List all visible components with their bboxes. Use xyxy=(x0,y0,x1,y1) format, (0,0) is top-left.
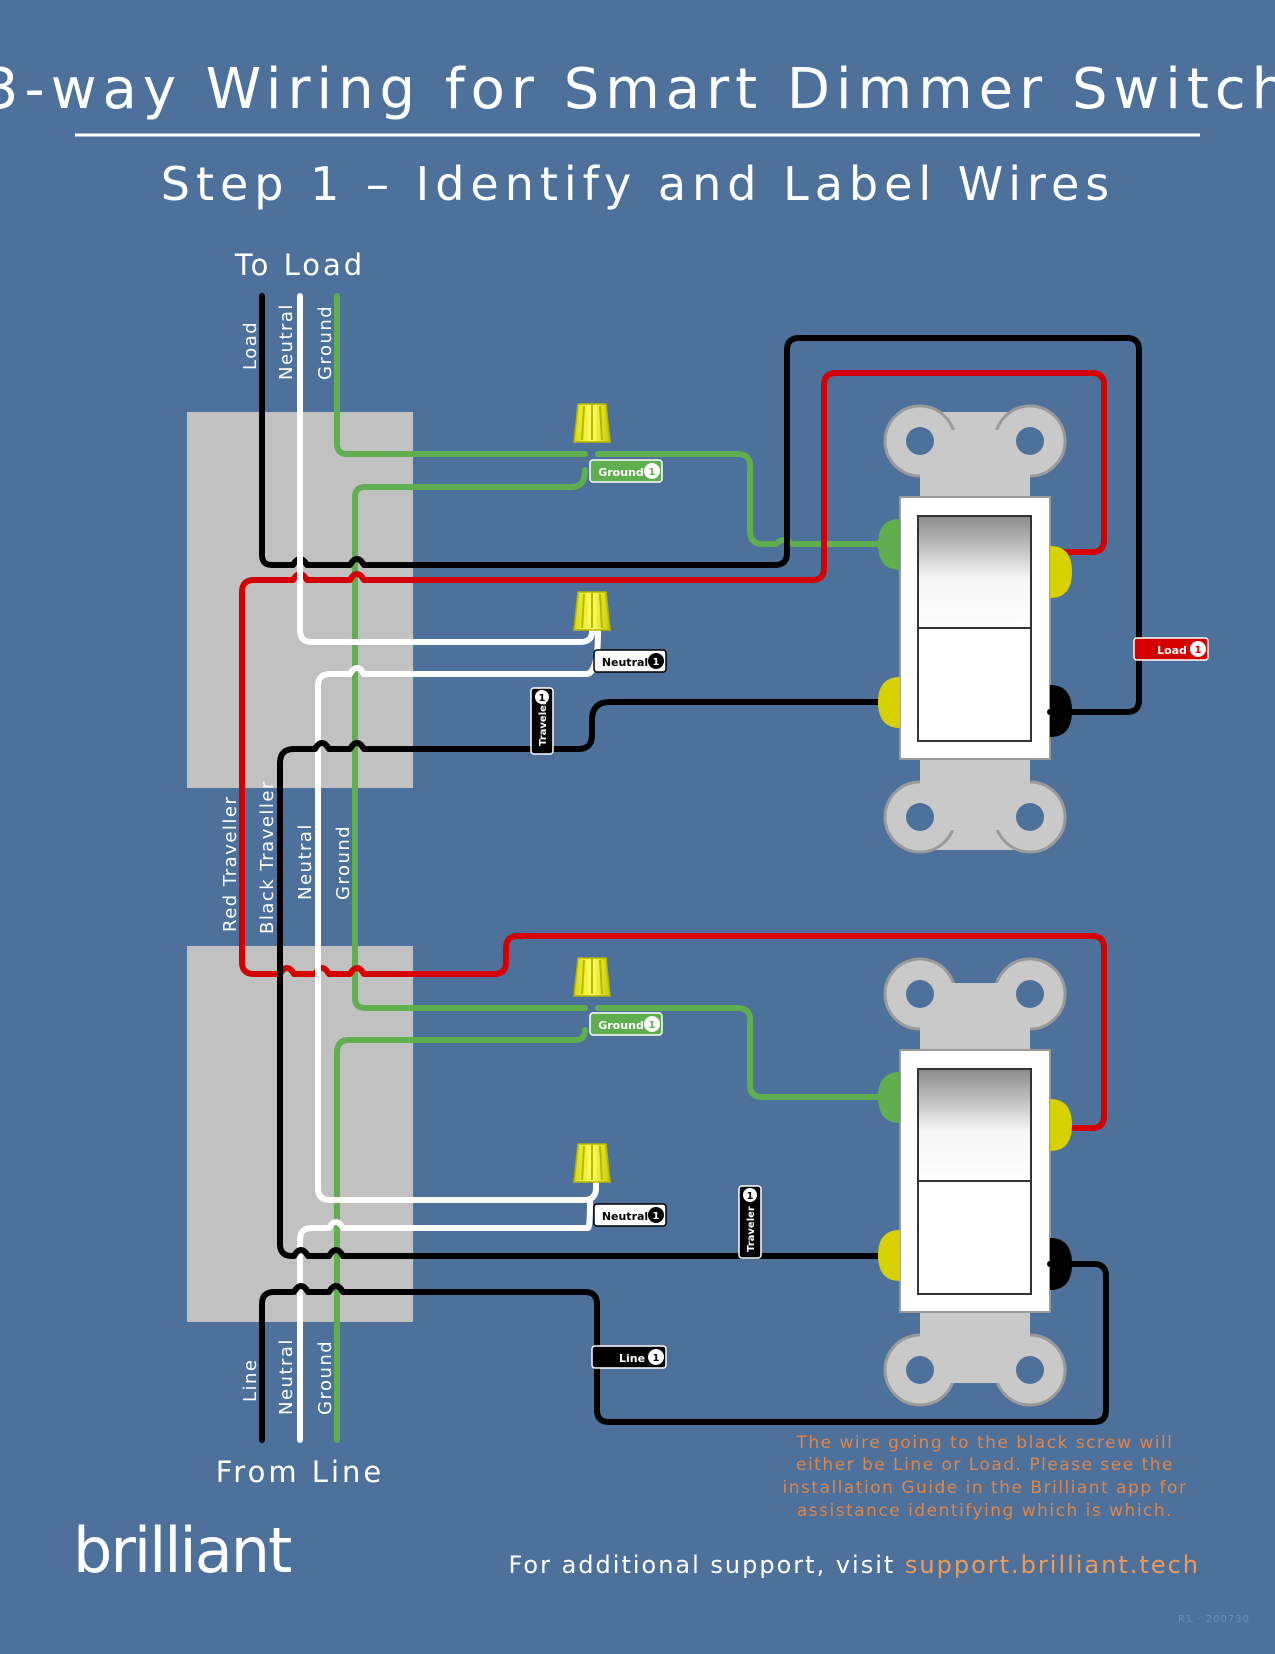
svg-text:Neutral: Neutral xyxy=(602,1210,648,1223)
screws-bottom xyxy=(878,1072,1072,1290)
svg-text:1: 1 xyxy=(653,657,660,668)
svg-text:1: 1 xyxy=(653,1353,660,1364)
svg-text:Load: Load xyxy=(1157,644,1187,657)
svg-text:1: 1 xyxy=(649,467,656,478)
wire-red-top xyxy=(239,370,1107,1131)
svg-text:Traveler: Traveler xyxy=(746,1206,757,1252)
label-from-line: From Line xyxy=(216,1455,385,1489)
wire-ground-bottom-switch xyxy=(595,1005,888,1100)
tag-traveler-bottom: Traveler 1 xyxy=(738,1185,762,1259)
wire-line-black xyxy=(259,1261,1109,1443)
note-line: installation Guide in the Brilliant app … xyxy=(783,1478,1188,1498)
label-top-neutral: Neutral xyxy=(276,303,297,380)
label-top-load: Load xyxy=(240,321,261,370)
wirenut-ground-top xyxy=(573,403,611,443)
support-text: For additional support, visit support.br… xyxy=(508,1551,1200,1579)
note-block: The wire going to the black screw will e… xyxy=(783,1433,1188,1521)
wire-ground-top-in xyxy=(334,293,588,457)
revision-label: R1 · 200730 xyxy=(1178,1614,1250,1625)
wirenut-neutral-top xyxy=(573,591,611,631)
tag-ground-top: Ground 1 xyxy=(589,459,663,483)
screws-top xyxy=(878,519,1072,737)
wirenut-ground-bottom xyxy=(573,957,611,997)
svg-text:Traveler: Traveler xyxy=(538,700,549,746)
wire-ground-traveller xyxy=(352,467,588,1011)
label-bottom-line: Line xyxy=(240,1358,261,1402)
label-mid-ground: Ground xyxy=(333,825,354,900)
page-subtitle: Step 1 – Identify and Label Wires xyxy=(161,157,1115,211)
note-line: The wire going to the black screw will xyxy=(796,1433,1174,1453)
svg-text:1: 1 xyxy=(539,693,546,704)
label-bottom-ground: Ground xyxy=(315,1340,336,1415)
svg-text:Line: Line xyxy=(619,1352,645,1365)
page-title: 3-way Wiring for Smart Dimmer Switch xyxy=(0,57,1275,122)
wire-load-black xyxy=(259,293,1142,715)
label-top-ground: Ground xyxy=(315,305,336,380)
tag-neutral-bottom: Neutral 1 xyxy=(593,1203,667,1227)
brand-logo: brilliant xyxy=(73,1514,291,1587)
tag-traveler-top: Traveler 1 xyxy=(530,687,554,755)
support-prefix: For additional support, visit xyxy=(508,1551,904,1579)
switch-top xyxy=(883,404,1067,854)
label-bottom-neutral: Neutral xyxy=(276,1338,297,1415)
support-link[interactable]: support.brilliant.tech xyxy=(905,1551,1200,1579)
tag-line: Line 1 xyxy=(591,1345,667,1369)
svg-text:1: 1 xyxy=(649,1020,656,1031)
wire-ground-line xyxy=(334,1027,588,1443)
wire-black-traveller-top xyxy=(277,699,888,1259)
label-red-traveller: Red Traveller xyxy=(220,796,241,932)
svg-text:1: 1 xyxy=(653,1211,660,1222)
wirenut-neutral-bottom xyxy=(573,1143,611,1183)
note-line: assistance identifying which is which. xyxy=(797,1501,1173,1521)
label-mid-neutral: Neutral xyxy=(295,823,316,900)
tag-load: Load 1 xyxy=(1133,637,1209,661)
wire-neutral-traveller xyxy=(315,629,601,1203)
switch-bottom xyxy=(883,957,1067,1407)
svg-text:Ground: Ground xyxy=(598,1019,644,1032)
wire-neutral-line xyxy=(297,1197,593,1443)
tag-neutral-top: Neutral 1 xyxy=(593,649,667,673)
svg-text:1: 1 xyxy=(1195,645,1202,656)
svg-text:Ground: Ground xyxy=(598,466,644,479)
svg-text:Neutral: Neutral xyxy=(602,656,648,669)
wire-neutral-top-in xyxy=(297,293,595,645)
note-line: either be Line or Load. Please see the xyxy=(796,1455,1174,1475)
tag-ground-bottom: Ground 1 xyxy=(589,1012,663,1036)
svg-text:1: 1 xyxy=(747,1191,754,1202)
label-to-load: To Load xyxy=(234,248,365,282)
label-black-traveller: Black Traveller xyxy=(257,780,278,934)
